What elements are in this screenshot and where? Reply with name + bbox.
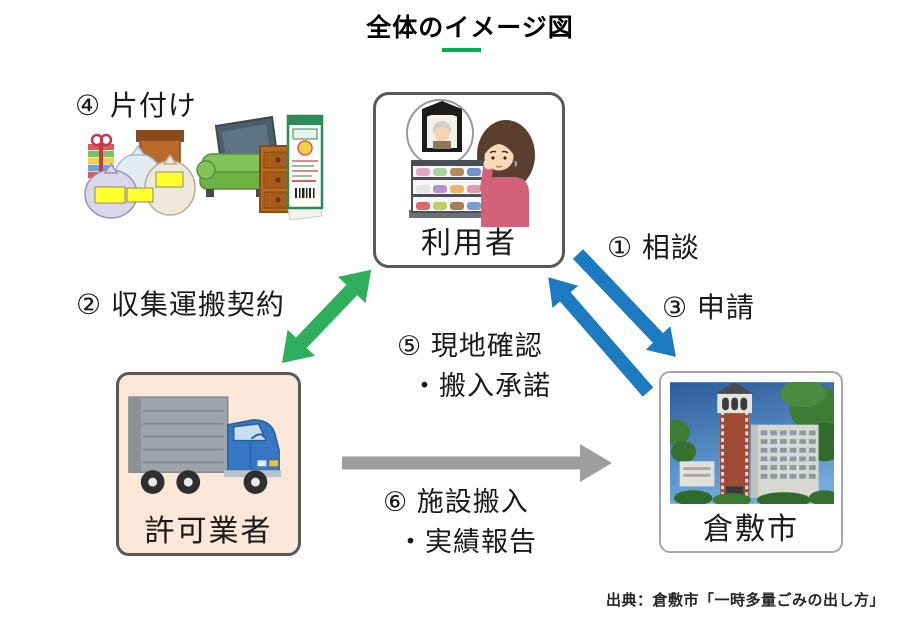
step6-label: ⑥ 施設搬入 ・実績報告 xyxy=(383,482,537,562)
furniture-illustration xyxy=(196,114,324,220)
step5-line2: ・搬入承諾 xyxy=(411,371,551,401)
step6-line2: ・実績報告 xyxy=(397,527,537,557)
source-citation: 出典：倉敷市「一時多量ごみの出し方」 xyxy=(605,592,885,609)
step4-label: ④ 片付け xyxy=(75,90,197,121)
step6-line1: ⑥ 施設搬入 xyxy=(383,487,529,517)
city-hall-photo xyxy=(670,382,834,504)
step5-line1: ⑤ 現地確認 xyxy=(397,331,543,361)
step5-label: ⑤ 現地確認 ・搬入承諾 xyxy=(397,326,551,406)
node-user-label: 利用者 xyxy=(421,227,517,260)
carry-in-arrow-right xyxy=(342,444,612,482)
truck-illustration xyxy=(128,396,282,494)
step3-label: ③ 申請 xyxy=(662,292,755,323)
page-title: 全体のイメージ図 xyxy=(366,14,574,42)
title-underline xyxy=(442,48,481,52)
node-city-label: 倉敷市 xyxy=(703,513,799,546)
node-user: 利用者 xyxy=(373,92,565,268)
reply-arrow-up xyxy=(548,277,654,397)
user-illustration xyxy=(406,99,535,227)
node-city: 倉敷市 xyxy=(659,371,843,553)
node-contractor-label: 許可業者 xyxy=(144,515,273,548)
garbage-bags-illustration xyxy=(84,130,196,219)
step1-label: ① 相談 xyxy=(607,232,700,263)
step2-label: ② 収集運搬契約 xyxy=(76,289,285,320)
node-contractor: 許可業者 xyxy=(116,372,301,556)
contract-double-arrow xyxy=(282,269,372,363)
